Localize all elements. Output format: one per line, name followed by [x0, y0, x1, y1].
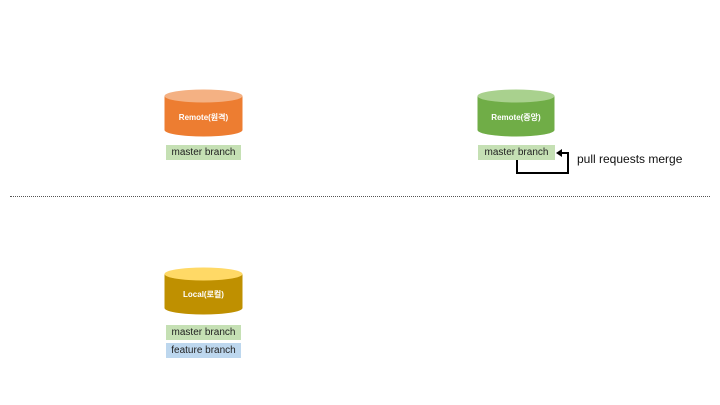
remote-origin-master-branch: master branch — [166, 145, 241, 160]
remote-origin-repo: Remote(원격) — [164, 89, 243, 137]
remote-origin-label: Remote(원격) — [178, 113, 229, 122]
database-icon — [164, 267, 243, 315]
remote-upstream-repo: Remote(중앙) — [477, 89, 555, 137]
local-repo: Local(로컬) — [164, 267, 243, 315]
remote-upstream-label: Remote(중앙) — [491, 113, 541, 122]
merge-arrow-icon — [516, 149, 569, 174]
local-feature-branch: feature branch — [166, 343, 241, 358]
local-label: Local(로컬) — [183, 290, 224, 299]
remote-upstream-master-branch: master branch — [478, 145, 555, 160]
local-master-branch: master branch — [166, 325, 241, 340]
remote-local-divider — [10, 196, 710, 197]
database-icon — [477, 89, 555, 137]
database-icon — [164, 89, 243, 137]
merge-label: pull requests merge — [577, 152, 683, 166]
